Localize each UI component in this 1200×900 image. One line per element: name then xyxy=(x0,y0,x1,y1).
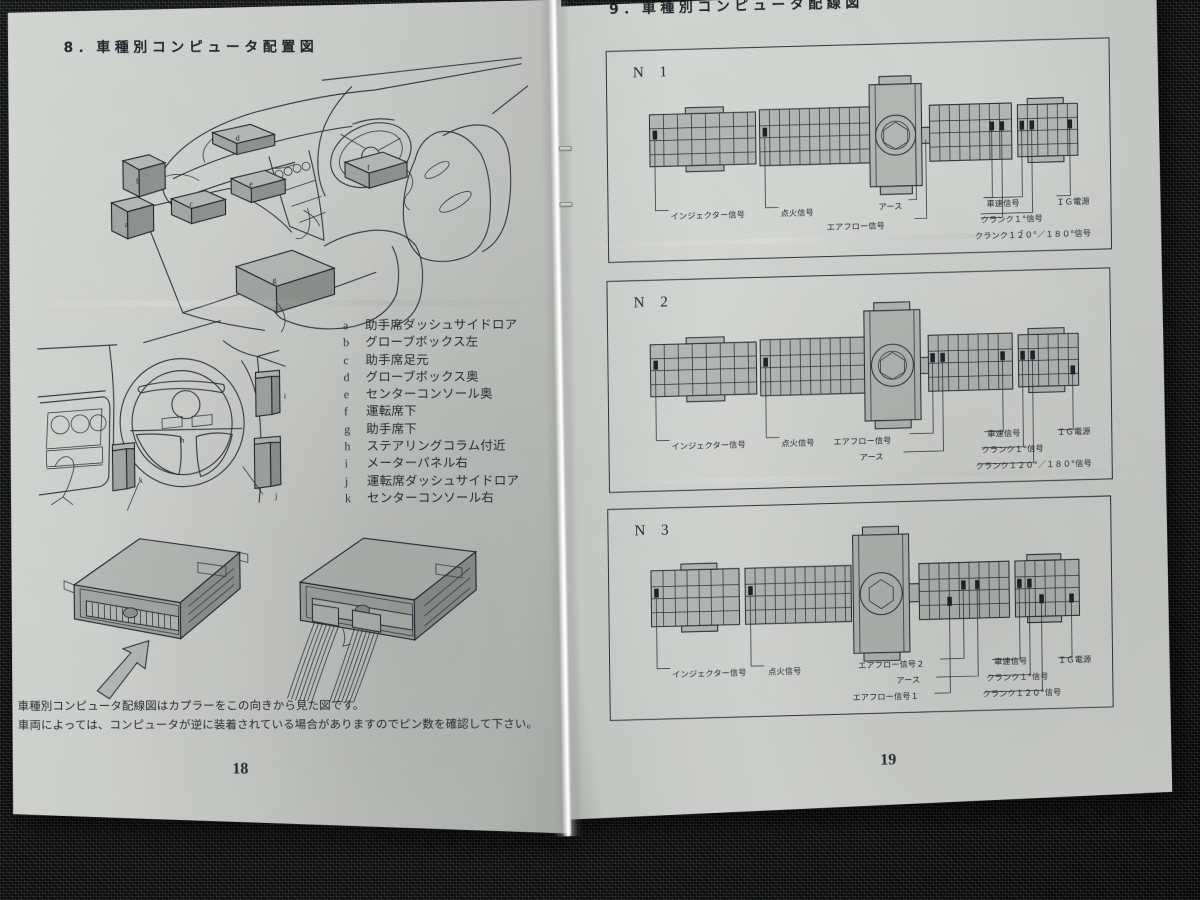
legend-key: d xyxy=(343,370,350,385)
ecu-unit-left xyxy=(64,538,250,698)
wiring-diagram-n1 xyxy=(607,38,1113,264)
wiring-diagram-n2 xyxy=(607,268,1113,494)
callout: 車速信号 xyxy=(987,427,1021,439)
right-page-number: 19 xyxy=(880,751,897,769)
callout: エアフロー信号 xyxy=(826,220,885,233)
dashboard-illustration: h i j k xyxy=(9,326,342,537)
legend-item: f 運転席下 xyxy=(344,400,554,418)
legend-key: i xyxy=(344,456,349,471)
legend-item: j 運転席ダッシュサイドロア xyxy=(345,469,555,487)
legend-text: グローブボックス左 xyxy=(365,334,479,350)
ecu-illustrations xyxy=(11,522,533,703)
legend-key: b xyxy=(343,335,350,350)
svg-text:h: h xyxy=(180,436,184,445)
interior-box-b: b xyxy=(123,155,166,197)
legend-key: a xyxy=(342,318,349,333)
callout: クランク１°信号 xyxy=(980,213,1043,225)
legend-text: 運転席下 xyxy=(365,403,417,419)
svg-text:k: k xyxy=(139,476,143,485)
callout: クランク１°信号 xyxy=(981,443,1044,455)
callout: クランク１°信号 xyxy=(986,671,1049,683)
callout: ＩＧ電源 xyxy=(1057,425,1091,437)
svg-text:g: g xyxy=(272,275,276,284)
wiring-panel-n2: N 2 xyxy=(606,267,1112,493)
svg-text:a: a xyxy=(125,220,129,229)
svg-text:i: i xyxy=(284,391,287,400)
interior-box-a: a xyxy=(111,197,154,239)
left-page: 8．車種別コンピュータ配置図 xyxy=(1,0,571,835)
interior-box-c: c xyxy=(171,191,225,224)
callout: アース xyxy=(896,674,921,686)
wiring-panel-n1: N 1 xyxy=(606,37,1112,263)
wiring-diagram-n3 xyxy=(608,496,1114,722)
wiring-panel-n3: N 3 xyxy=(607,495,1113,721)
caption-line-2: 車両によっては、コンピュータが逆に装着されている場合がありますのでピン数を確認し… xyxy=(17,716,539,733)
svg-text:j: j xyxy=(274,491,277,500)
legend-text: 助手席ダッシュサイドロア xyxy=(364,316,518,333)
legend-item: e センターコンソール奥 xyxy=(344,383,554,401)
open-booklet: 8．車種別コンピュータ配置図 xyxy=(1,0,1171,837)
svg-text:b: b xyxy=(136,177,140,186)
legend-key: j xyxy=(344,473,349,488)
right-page-section-title: 9．車種別コンピュータ配線図 xyxy=(609,0,864,18)
ecu-unit-right-with-harness xyxy=(286,538,478,702)
callout: 点火信号 xyxy=(768,665,802,677)
staple-bottom xyxy=(559,202,573,208)
legend-key: h xyxy=(344,439,351,454)
staple-top xyxy=(558,146,572,152)
legend-text: センターコンソール右 xyxy=(366,489,495,506)
callout: インジェクター信号 xyxy=(671,439,746,452)
legend-text: 運転席ダッシュサイドロア xyxy=(366,472,520,488)
legend-text: センターコンソール奥 xyxy=(365,386,493,402)
callout: 車速信号 xyxy=(994,655,1028,667)
callout: アース xyxy=(859,451,884,463)
callout: エアフロー信号１ xyxy=(852,690,919,703)
callout: エアフロー信号 xyxy=(833,435,892,447)
legend-item: c 助手席足元 xyxy=(343,348,553,366)
callout: インジェクター信号 xyxy=(672,667,747,680)
legend-key: f xyxy=(343,404,349,419)
callout: 点火信号 xyxy=(780,207,814,219)
dashboard-box-i xyxy=(255,370,280,416)
legend-item: b グローブボックス左 xyxy=(343,331,553,349)
legend-text: ステアリングコラム付近 xyxy=(366,437,506,454)
legend-key: e xyxy=(343,387,350,402)
legend-item: i メーターパネル右 xyxy=(344,452,554,470)
legend-key: c xyxy=(343,352,349,367)
car-interior-illustration: d b a c xyxy=(22,50,546,351)
legend-item: h ステアリングコラム付近 xyxy=(344,435,554,453)
right-page: 9．車種別コンピュータ配線図 N 1 xyxy=(553,0,1175,828)
legend-item: k センターコンソール右 xyxy=(345,487,555,505)
legend-key: k xyxy=(344,491,352,506)
legend-item: g 助手席下 xyxy=(344,417,554,435)
callout: クランク１２０°信号 xyxy=(982,686,1062,699)
interior-box-d: d xyxy=(212,124,274,154)
callout: ＩＧ電源 xyxy=(1058,653,1092,665)
svg-text:d: d xyxy=(236,133,240,142)
callout: 点火信号 xyxy=(781,437,815,449)
svg-text:f: f xyxy=(367,163,370,172)
svg-text:c: c xyxy=(189,200,193,209)
callout: インジェクター信号 xyxy=(670,209,745,222)
svg-text:e: e xyxy=(249,179,253,188)
legend-item: a 助手席ダッシュサイドロア xyxy=(343,314,553,332)
dashboard-box-j xyxy=(254,436,281,488)
interior-box-e: e xyxy=(231,170,285,202)
caption-line-1: 車種別コンピュータ配線図はカプラーをこの向きから見た図です。 xyxy=(17,698,365,714)
callout: エアフロー信号２ xyxy=(858,658,925,671)
callout: ＩＧ電源 xyxy=(1056,195,1090,207)
legend-item: d グローブボックス奥 xyxy=(343,366,553,384)
callout: 車速信号 xyxy=(986,197,1020,209)
legend-list: a 助手席ダッシュサイドロア b グローブボックス左 c 助手席足元 d グロー… xyxy=(343,314,555,505)
legend-text: 助手席下 xyxy=(366,420,418,436)
left-page-caption: 車種別コンピュータ配線図はカプラーをこの向きから見た図です。 車両によっては、コ… xyxy=(17,696,537,735)
interior-box-g: g xyxy=(236,250,335,312)
interior-box-f: f xyxy=(345,152,407,188)
left-page-number: 18 xyxy=(232,760,249,778)
legend-text: 助手席足元 xyxy=(365,351,429,367)
callout: アース xyxy=(878,200,903,212)
dashboard-box-k xyxy=(112,443,135,491)
legend-key: g xyxy=(344,421,351,436)
